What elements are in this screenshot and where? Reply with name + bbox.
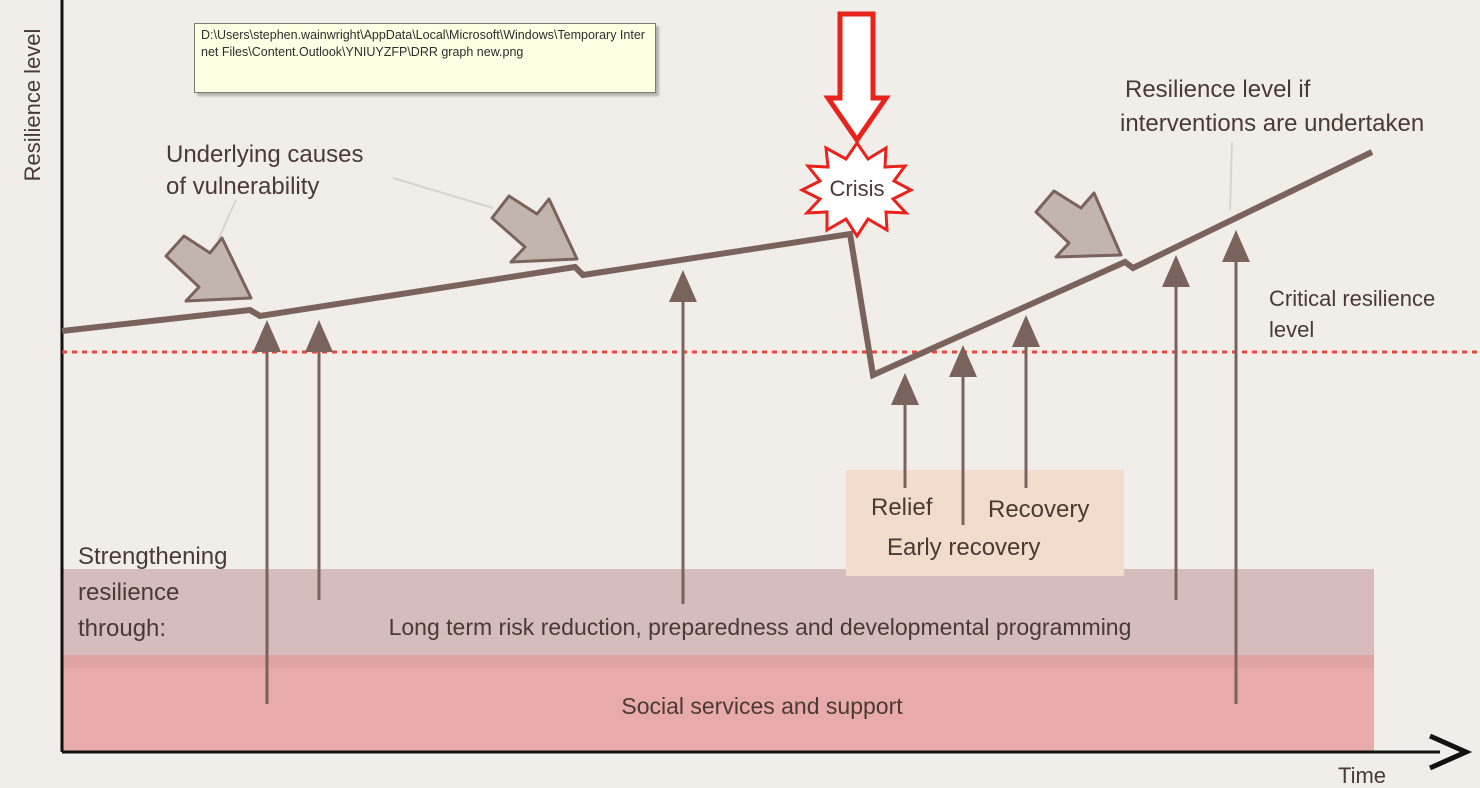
long-term-label: Long term risk reduction, preparedness a…: [389, 614, 1132, 640]
y-axis-label: Resilience level: [20, 29, 45, 182]
relief-label: Relief: [871, 494, 933, 521]
up-arrow-1: [253, 320, 281, 352]
strengthening-label-2: resilience: [78, 579, 179, 606]
early-recovery-arrow: [949, 345, 977, 377]
band-divider: [62, 655, 1374, 669]
pressure-arrow-2: [490, 194, 579, 264]
pressure-arrow-3: [1034, 189, 1123, 259]
crisis-burst-icon: [798, 140, 915, 239]
leader-line-interventions: [1229, 141, 1233, 211]
x-axis-label: Time: [1338, 763, 1386, 788]
strengthening-label-3: through:: [78, 615, 166, 642]
relief-recovery-box: [846, 470, 1124, 576]
strengthening-label-1: Strengthening: [78, 543, 227, 570]
recovery-arrow: [1012, 315, 1040, 347]
social-services-label: Social services and support: [621, 693, 903, 719]
critical-level-label-2: level: [1269, 317, 1314, 342]
long-term-band: [62, 569, 1374, 657]
up-arrow-5: [1222, 230, 1250, 262]
recovery-label: Recovery: [988, 496, 1089, 523]
underlying-causes-label-2: of vulnerability: [166, 173, 319, 200]
crisis-label: Crisis: [830, 176, 885, 201]
crisis-arrow: [823, 11, 891, 145]
interventions-label-1: Resilience level if: [1125, 76, 1311, 103]
social-services-band: [62, 668, 1374, 752]
critical-level-label-1: Critical resilience: [1269, 286, 1435, 311]
leader-line-underlying-2: [392, 177, 494, 209]
up-arrow-2: [305, 320, 333, 352]
up-arrow-3: [669, 270, 697, 302]
early-recovery-label: Early recovery: [887, 534, 1040, 561]
relief-arrow: [891, 373, 919, 405]
pressure-arrow-1: [164, 234, 253, 303]
time-arrowhead: [1428, 733, 1473, 771]
resilience-line: [61, 149, 1374, 380]
intervention-arrows: [253, 230, 1250, 704]
interventions-label-2: interventions are undertaken: [1120, 110, 1424, 137]
file-path-tooltip: D:\Users\stephen.wainwright\AppData\Loca…: [194, 23, 656, 93]
up-arrow-4: [1162, 255, 1190, 287]
leader-line-underlying-1: [217, 199, 237, 241]
underlying-causes-label-1: Underlying causes: [166, 141, 363, 168]
